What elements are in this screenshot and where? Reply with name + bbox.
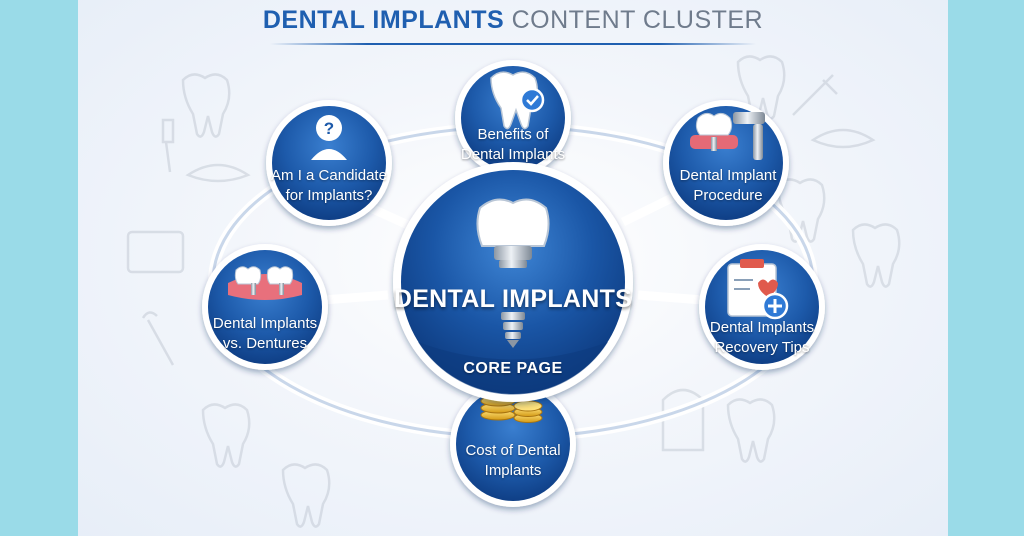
node-label-procedure: Dental Implant Procedure xyxy=(680,166,777,206)
question-person-icon: ? xyxy=(311,115,347,160)
node-circle-fill xyxy=(272,106,386,220)
node-dentures xyxy=(202,244,328,370)
bg-implant-icon xyxy=(161,118,175,173)
node-cost xyxy=(450,381,576,507)
node-label-line: Dental Implants xyxy=(212,315,318,332)
node-procedure xyxy=(663,100,789,226)
bg-tooth-icon xyxy=(181,73,231,138)
cluster-diagram: ? xyxy=(126,55,901,528)
title-light: CONTENT CLUSTER xyxy=(511,6,764,34)
node-label-line: Dental Implants xyxy=(709,319,815,336)
core-circle-fill xyxy=(401,170,625,394)
denture-icon xyxy=(228,266,302,300)
core-title: DENTAL IMPLANTS xyxy=(393,285,633,313)
core-node xyxy=(393,162,633,402)
implant-tooth-icon xyxy=(476,198,550,348)
bg-tooth-icon xyxy=(726,398,776,463)
node-label-benefits: Benefits of Dental Implants xyxy=(461,125,565,165)
node-label-line: Am I a Candidate xyxy=(271,167,387,184)
core-subtitle: CORE PAGE xyxy=(463,360,563,377)
tooth-check-icon xyxy=(490,71,545,130)
node-label-recovery: Dental Implants Recovery Tips xyxy=(710,318,814,358)
node-label-line: Cost of Dental xyxy=(465,442,561,459)
svg-text:?: ? xyxy=(324,119,334,138)
bg-denture-icon xyxy=(185,163,251,183)
node-label-line: Benefits of xyxy=(477,126,549,143)
diagram-panel: ? DENTAL IMPLANTS CONTENT CLUST xyxy=(78,0,948,536)
title-bold: DENTAL IMPLANTS xyxy=(262,6,505,34)
bg-dentist-icon xyxy=(661,388,705,452)
node-label-candidate: Am I a Candidate for Implants? xyxy=(271,166,387,206)
node-label-line: Dental Implants xyxy=(460,146,566,163)
node-label-dentures: Dental Implants vs. Dentures xyxy=(213,314,317,354)
node-candidate: ? xyxy=(266,100,392,226)
spoke-recovery xyxy=(637,290,704,305)
node-label-line: Recovery Tips xyxy=(714,339,810,356)
bg-tooth-icon xyxy=(776,178,826,243)
node-recovery xyxy=(699,244,825,370)
bg-tooth-icon xyxy=(281,463,331,528)
dental-drill-icon xyxy=(690,112,765,160)
node-label-cost: Cost of Dental Implants xyxy=(465,441,560,481)
node-label-line: Procedure xyxy=(693,187,763,204)
bg-tooth-icon xyxy=(851,223,901,288)
spoke-procedure xyxy=(621,190,680,227)
title-underline xyxy=(270,43,756,45)
bg-denture-icon xyxy=(810,128,876,149)
node-label-line: Dental Implant xyxy=(679,167,777,184)
node-benefits xyxy=(455,60,571,176)
bg-probe-icon xyxy=(141,311,175,366)
bg-xray-icon xyxy=(126,230,185,274)
implant-screw xyxy=(499,260,527,348)
node-label-line: vs. Dentures xyxy=(222,335,308,352)
spoke-dentures xyxy=(322,290,389,305)
core-bottom-band xyxy=(418,342,608,395)
bg-tooth-icon xyxy=(201,403,251,468)
node-label-line: Implants xyxy=(484,462,542,479)
page-title: DENTAL IMPLANTS CONTENT CLUSTER xyxy=(78,6,948,35)
bg-syringe-icon xyxy=(792,74,838,116)
node-label-line: for Implants? xyxy=(285,187,373,204)
clipboard-heart-icon xyxy=(727,259,789,320)
